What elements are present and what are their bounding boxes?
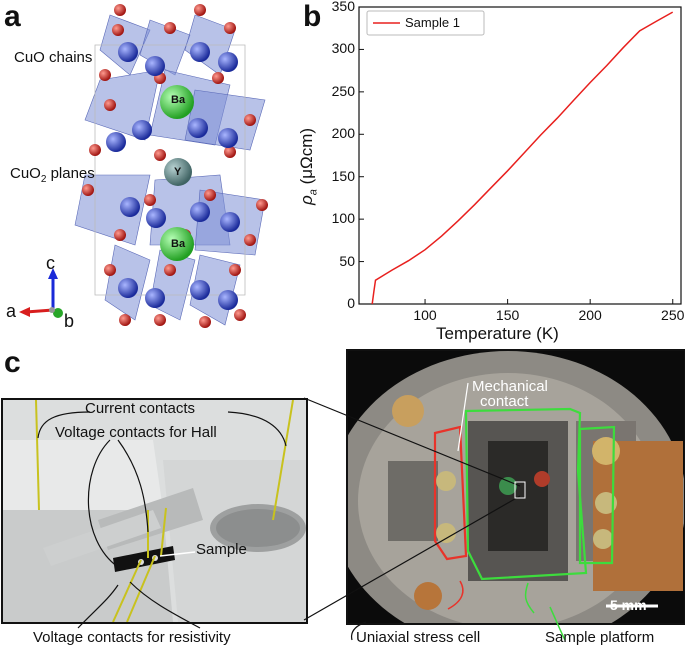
contact-render [1, 398, 308, 624]
copper-atom [146, 208, 166, 228]
oxygen-atom [244, 114, 256, 126]
chart-xtick-label: 250 [661, 307, 685, 323]
oxygen-atom [229, 264, 241, 276]
crystal-structure [19, 4, 268, 328]
copper-atom [190, 280, 210, 300]
chart-xtick-label: 150 [495, 307, 520, 323]
chart-xtick-label: 100 [413, 307, 437, 323]
chart-ytick-label: 150 [331, 167, 355, 184]
chart-xlabel: Temperature (K) [436, 324, 559, 343]
copper-atom [106, 132, 126, 152]
atom-label-ba-bottom: Ba [171, 238, 186, 250]
label-current-contacts: Current contacts [85, 400, 196, 417]
copper-atom [190, 42, 210, 62]
label-cuo2-tail: planes [46, 165, 95, 182]
chart-xtick-label: 200 [578, 307, 602, 323]
copper-atom [218, 128, 238, 148]
stress-cell-photo [346, 349, 685, 625]
label-mechanical-contact-1: Mechanical [472, 378, 548, 395]
label-scale-bar: 5 mm [610, 597, 647, 613]
yttrium-atom [164, 158, 192, 186]
copper-atom [220, 212, 240, 232]
label-voltage-resistivity: Voltage contacts for resistivity [33, 629, 231, 646]
oxygen-atom [104, 99, 116, 111]
oxygen-atom [154, 314, 166, 326]
oxygen-atom [224, 22, 236, 34]
label-cuo2-main: CuO [10, 165, 41, 182]
copper-atom [190, 202, 210, 222]
chart-plot-frame [358, 6, 682, 305]
oxygen-atom [244, 234, 256, 246]
panel-letter-c: c [4, 346, 21, 379]
chart-ytick-label: 350 [331, 0, 355, 14]
copper-atom [188, 118, 208, 138]
copper-atom [132, 120, 152, 140]
oxygen-atom [199, 316, 211, 328]
oxygen-atom [164, 264, 176, 276]
label-voltage-hall: Voltage contacts for Hall [55, 424, 217, 441]
axis-label-b: b [64, 311, 75, 331]
axis-label-c: c [46, 253, 55, 273]
axis-label-a: a [6, 301, 17, 321]
barium-atom [160, 85, 194, 119]
barium-atom [160, 227, 194, 261]
atom-label-y: Y [174, 166, 182, 178]
oxygen-atom [194, 4, 206, 16]
label-cuo-chains: CuO chains [14, 49, 93, 66]
label-cuo2-planes: CuO2 planes [10, 165, 95, 185]
oxygen-atom [154, 149, 166, 161]
oxygen-atom [112, 24, 124, 36]
stress-cell-photo-drawing [348, 351, 684, 623]
label-sample: Sample [196, 541, 247, 558]
oxygen-atom [114, 4, 126, 16]
chart-series-sample-1 [371, 11, 674, 305]
resistivity-chart [358, 6, 682, 305]
oxygen-atom [224, 146, 236, 158]
oxygen-atom [164, 22, 176, 34]
oxygen-atom [204, 189, 216, 201]
oxygen-atom [212, 72, 224, 84]
oxygen-atom [256, 199, 268, 211]
chart-ticks [359, 6, 674, 305]
oxygen-atom [89, 144, 101, 156]
chart-ytick-label: 300 [331, 40, 355, 57]
chart-legend [366, 10, 485, 36]
atom-label-ba-top: Ba [171, 94, 186, 106]
copper-atom [118, 278, 138, 298]
label-cuo2-sub: 2 [40, 174, 47, 185]
label-mechanical-contact-2: contact [480, 393, 529, 410]
copper-atom [145, 288, 165, 308]
chart-ytick-label: 0 [347, 295, 355, 311]
cuo-polyhedron [74, 174, 151, 246]
oxygen-atom [119, 314, 131, 326]
oxygen-atom [234, 309, 246, 321]
copper-atom [218, 290, 238, 310]
chart-ytick-label: 250 [331, 82, 355, 99]
oxygen-atom [144, 194, 156, 206]
panel-letter-b: b [303, 0, 322, 33]
chart-ytick-label: 100 [331, 210, 355, 227]
contact-render-drawing [3, 400, 306, 622]
label-uniaxial-stress-cell: Uniaxial stress cell [356, 629, 481, 646]
copper-atom [118, 42, 138, 62]
copper-atom [218, 52, 238, 72]
chart-legend-label: Sample 1 [405, 15, 460, 30]
copper-atom [145, 56, 165, 76]
oxygen-atom [99, 69, 111, 81]
panel-letter-a: a [4, 0, 21, 33]
oxygen-atom [104, 264, 116, 276]
chart-ytick-label: 50 [339, 252, 355, 269]
axis-triad [19, 268, 63, 318]
atoms [82, 4, 268, 328]
copper-atom [120, 197, 140, 217]
chart-ytick-label: 200 [331, 125, 355, 142]
oxygen-atom [82, 184, 94, 196]
label-sample-platform: Sample platform [545, 629, 655, 646]
oxygen-atom [114, 229, 126, 241]
